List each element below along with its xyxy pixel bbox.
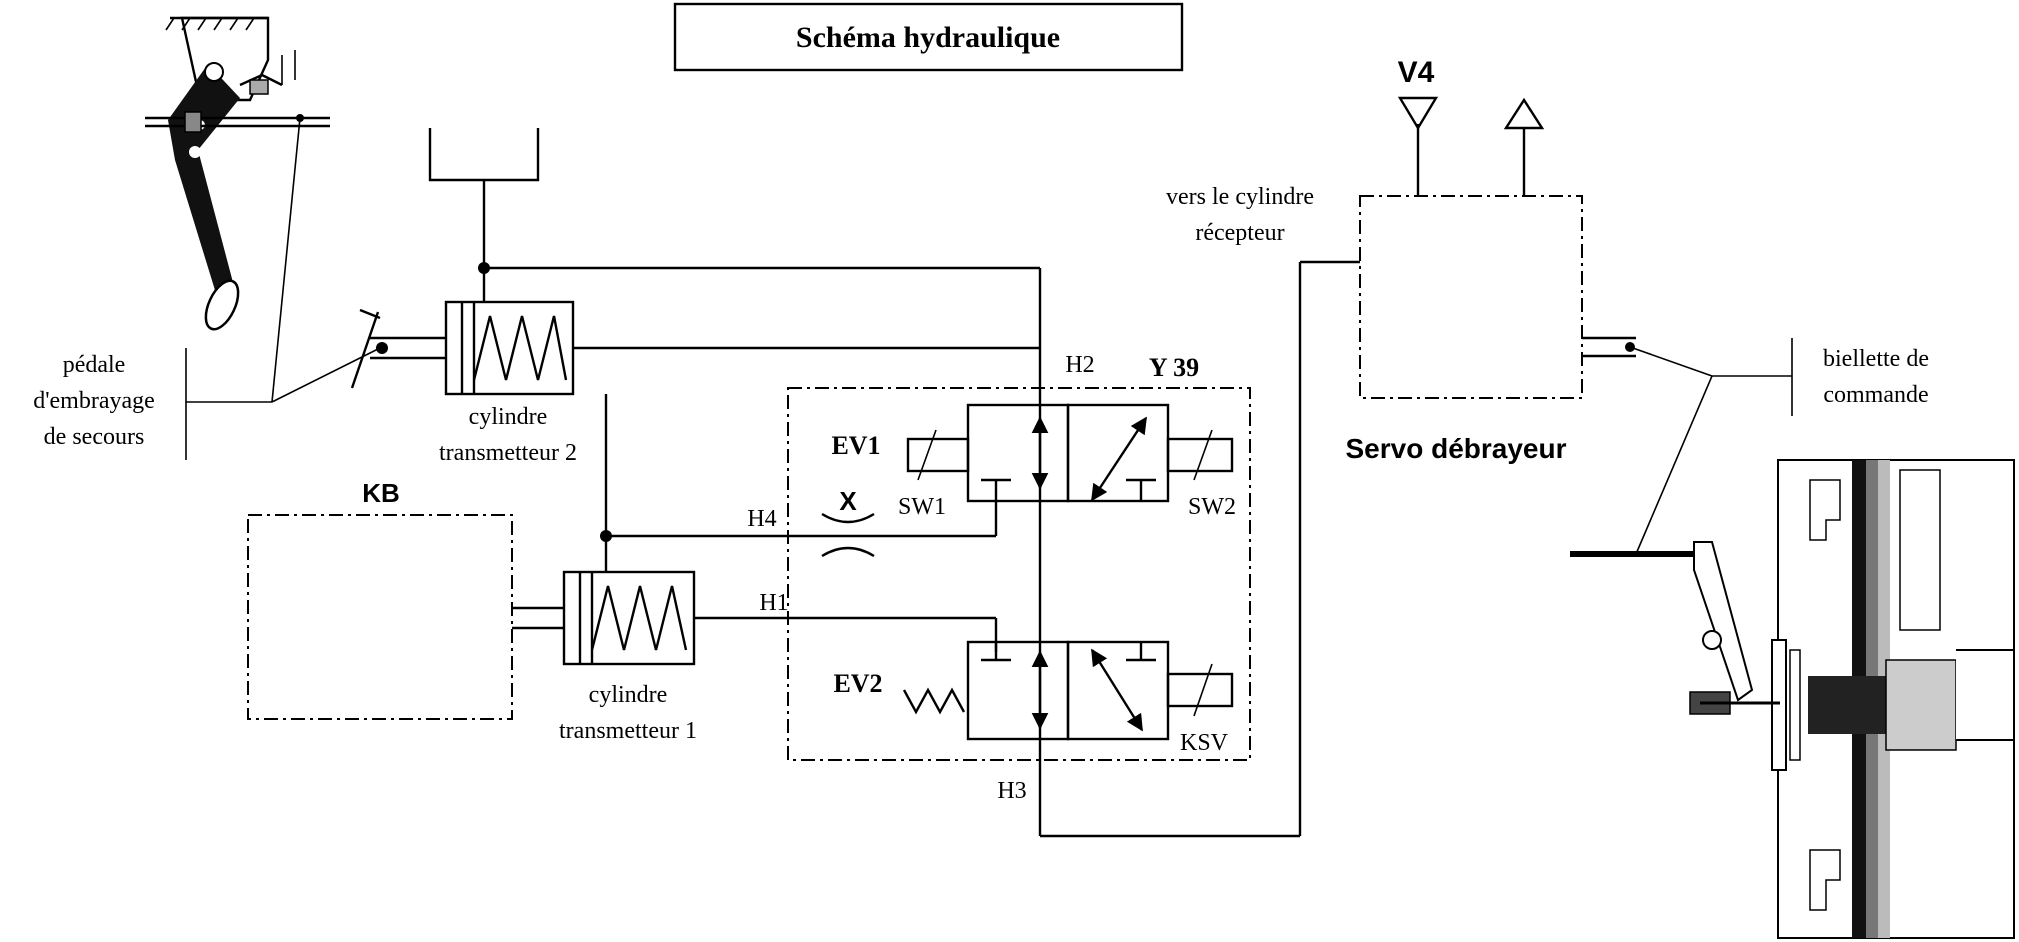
cylinder-2 [350,268,1040,536]
biellette-leaders [1629,338,1793,555]
h3-label: H3 [997,778,1026,804]
h2-label: H2 [1065,352,1094,378]
restriction-label: X [839,486,857,516]
ksv-label: KSV [1180,730,1229,756]
title-text: Schéma hydraulique [796,21,1060,54]
h3-line [1038,260,1360,838]
kb-label: KB [362,478,400,508]
pedal-assembly [145,16,330,331]
vers-label-2: récepteur [1195,220,1284,246]
reservoir [428,128,1042,808]
sw1-label: SW1 [898,494,946,520]
cyl1-label-1: cylindre [589,682,668,708]
y39-label: Y 39 [1149,353,1199,382]
kb-box [247,514,513,720]
cyl1-label-2: transmetteur 1 [559,718,697,744]
pedal-label-3: de secours [44,424,145,450]
h1-label: H1 [759,590,788,616]
cyl2-label-2: transmetteur 2 [439,440,577,466]
cyl2-label-1: cylindre [469,404,548,430]
biellette-label-2: commande [1823,382,1928,408]
sw2-label: SW2 [1188,494,1236,520]
title-box: Schéma hydraulique [673,2,1184,72]
v4-label: V4 [1398,56,1435,89]
servo-box [1359,96,1636,399]
h4-label: H4 [747,506,776,532]
vers-label-1: vers le cylindre [1166,184,1314,210]
ev2-label: EV2 [833,669,882,698]
cylinder-1 [512,536,998,666]
clutch-mechanism [1570,459,2015,939]
biellette-label-1: biellette de [1823,346,1929,372]
pedal-label-1: pédale [63,352,126,378]
ev2-valve [902,640,1234,741]
pedal-label-2: d'embrayage [33,388,155,414]
ev1-label: EV1 [831,431,880,460]
servo-label: Servo débrayeur [1346,433,1567,464]
ev1-valve [906,403,1234,503]
y39-block [787,387,1251,761]
